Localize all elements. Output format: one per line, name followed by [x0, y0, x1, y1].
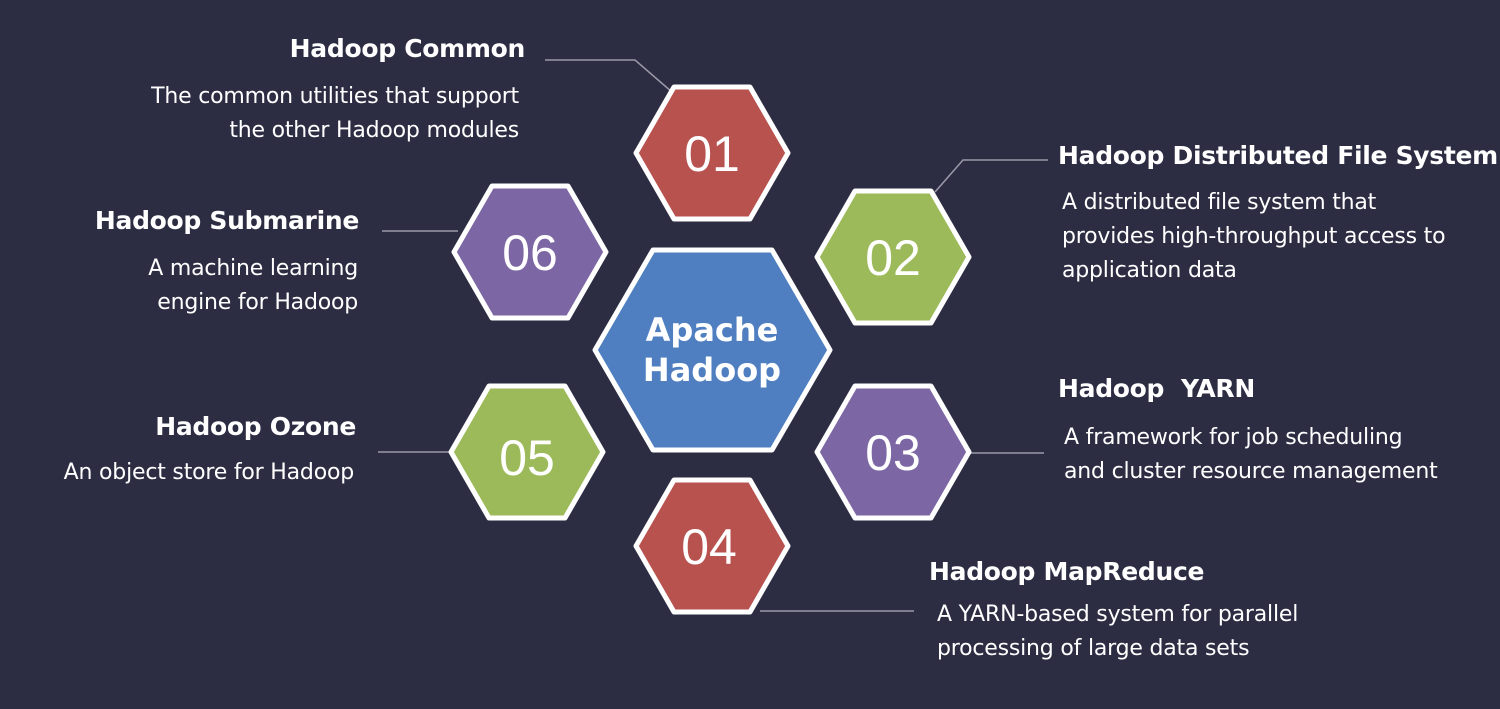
module-desc-line: A distributed file system that [1062, 190, 1377, 215]
module-desc-submarine: A machine learning engine for Hadoop [148, 252, 358, 320]
hexagon-05 [448, 383, 606, 521]
module-title-hdfs: Hadoop Distributed File System [1058, 141, 1498, 170]
module-desc-yarn: A framework for job scheduling and clust… [1064, 421, 1438, 489]
hexagon-04 [633, 477, 791, 615]
module-title-mapreduce: Hadoop MapReduce [929, 557, 1205, 586]
module-desc-line: and cluster resource management [1064, 459, 1438, 484]
hexagon-number-03: 03 [865, 425, 921, 481]
hexagon-number-04: 04 [681, 519, 737, 575]
module-desc-line: processing of large data sets [937, 636, 1250, 661]
module-desc-line: engine for Hadoop [157, 290, 358, 315]
module-title-ozone: Hadoop Ozone [155, 412, 356, 441]
module-desc-line: provides high-throughput access to [1062, 224, 1446, 249]
module-desc-hdfs: A distributed file system that provides … [1062, 186, 1446, 288]
module-desc-mapreduce: A YARN-based system for parallel process… [937, 598, 1298, 666]
module-desc-common: The common utilities that support the ot… [151, 80, 519, 148]
module-title-common: Hadoop Common [289, 34, 526, 63]
hexagon-03 [814, 383, 972, 521]
core-label-line2: Hadoop [643, 351, 781, 389]
module-desc-line: The common utilities that support [151, 84, 519, 109]
module-desc-ozone: An object store for Hadoop [63, 456, 355, 490]
hexagon-number-05: 05 [499, 430, 555, 486]
module-desc-line: application data [1062, 258, 1237, 283]
module-desc-line: An object store for Hadoop [63, 460, 355, 485]
hexagon-number-02: 02 [865, 230, 921, 286]
connector-line-01 [545, 59, 673, 93]
hexagon-06 [451, 183, 609, 321]
hexagon-number-01: 01 [684, 126, 740, 182]
hexagon-01 [633, 84, 791, 222]
core-label-line1: Apache [646, 311, 779, 349]
module-desc-line: A machine learning [148, 256, 358, 281]
core-hexagon [592, 247, 833, 453]
connector-line-02 [934, 159, 1048, 193]
module-title-submarine: Hadoop Submarine [94, 206, 359, 235]
module-title-yarn: Hadoop YARN [1058, 374, 1255, 403]
hexagon-02 [814, 188, 972, 326]
module-desc-line: A framework for job scheduling [1064, 425, 1403, 450]
module-desc-line: the other Hadoop modules [229, 118, 519, 143]
module-desc-line: A YARN-based system for parallel [937, 602, 1299, 627]
hexagon-number-06: 06 [502, 225, 558, 281]
